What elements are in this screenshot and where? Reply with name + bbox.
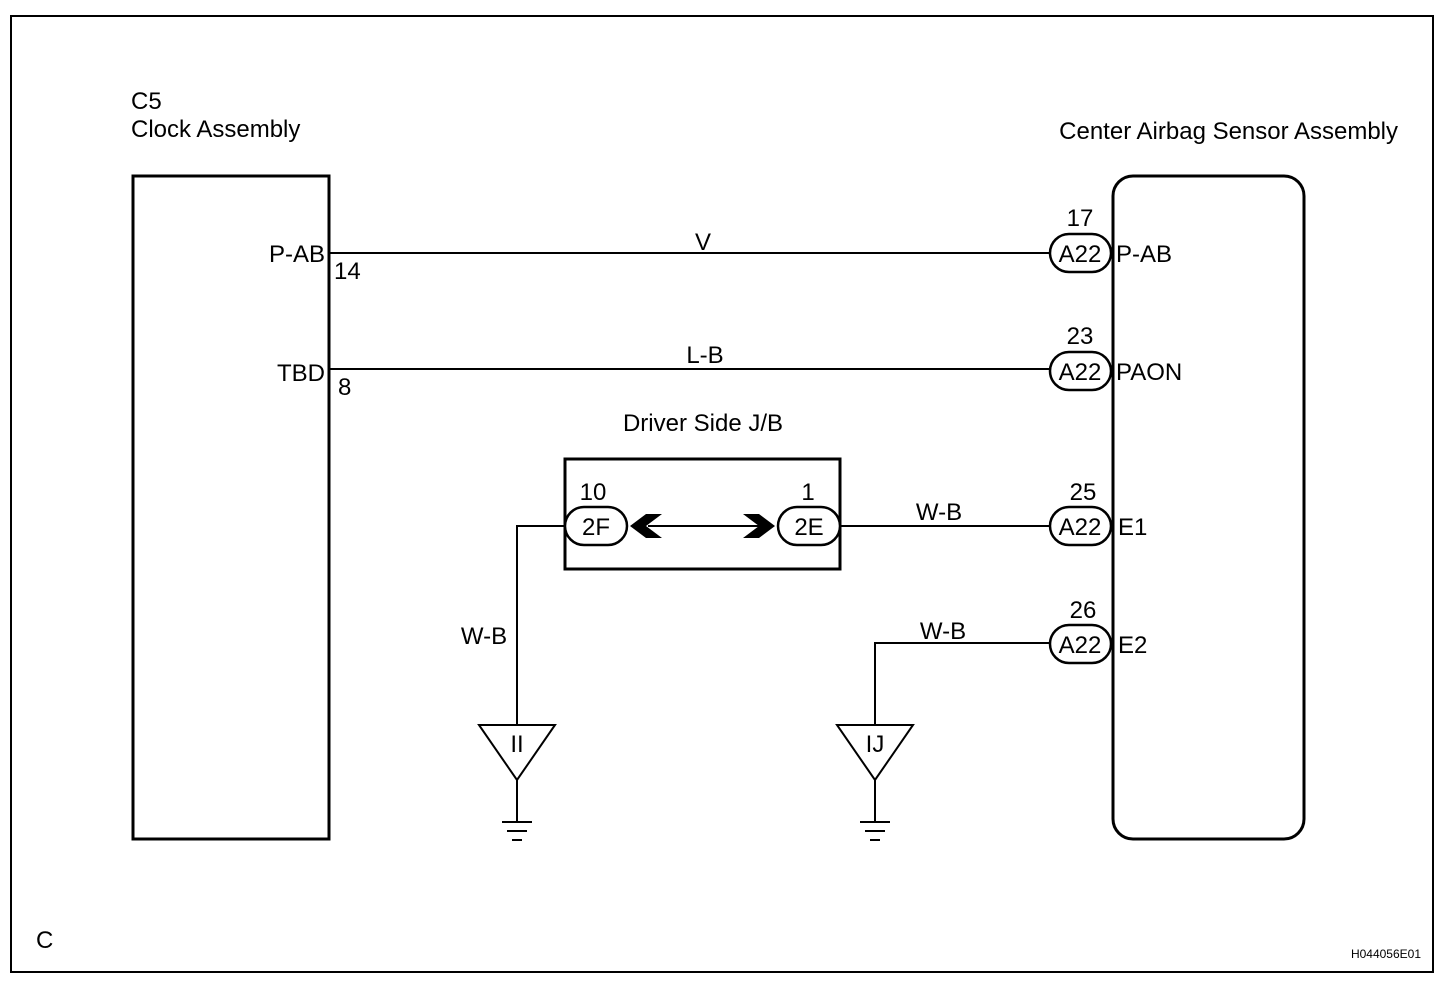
clock-terminal-tbd: TBD	[277, 360, 325, 387]
wire-w-b-ground-ij	[874, 642, 1050, 725]
airbag-connector-label: A22	[1059, 359, 1102, 386]
jb-connector-2f-label: 2F	[582, 514, 610, 541]
clock-assembly-name: Clock Assembly	[131, 116, 300, 143]
airbag-pin-23: 23	[1067, 323, 1094, 350]
wire-color-w-b-e1: W-B	[916, 499, 962, 526]
airbag-connector-label: A22	[1059, 514, 1102, 541]
ground-point-triangle-icon	[477, 724, 557, 782]
clock-pin-8: 8	[338, 374, 351, 401]
airbag-terminal-e2: E2	[1118, 632, 1147, 659]
figure-code: H044056E01	[1351, 947, 1421, 961]
ground-point-triangle-icon	[835, 724, 915, 782]
airbag-terminal-p-ab: P-AB	[1116, 241, 1172, 268]
wire-color-v: V	[695, 229, 711, 256]
ground-label-ij: IJ	[866, 731, 885, 758]
diagram-frame	[10, 15, 1434, 973]
airbag-terminal-paon: PAON	[1116, 359, 1182, 386]
airbag-sensor-name: Center Airbag Sensor Assembly	[1059, 118, 1398, 145]
clock-assembly-code: C5	[131, 88, 162, 115]
wire-w-b-ground-ii	[516, 525, 565, 725]
jb-connector-2f	[563, 505, 629, 547]
airbag-terminal-e1: E1	[1118, 514, 1147, 541]
jb-chevron-left-icon	[630, 514, 662, 538]
airbag-pin-17: 17	[1067, 205, 1094, 232]
corner-label: C	[36, 927, 53, 954]
airbag-connector-label: A22	[1059, 632, 1102, 659]
airbag-sensor-assembly: Center Airbag Sensor Assembly 17 A22 P-A…	[1048, 118, 1398, 841]
clock-assembly-body	[131, 174, 331, 841]
ground-label-ii: II	[510, 731, 523, 758]
junction-block: Driver Side J/B 10 2F 1 2E	[563, 410, 842, 571]
jb-pin-1: 1	[801, 479, 814, 506]
clock-pin-14: 14	[334, 258, 361, 285]
ground-ij: IJ	[835, 724, 915, 841]
jb-connector-2e	[776, 505, 842, 547]
airbag-sensor-body	[1111, 174, 1306, 841]
airbag-connector-a22-23	[1048, 350, 1113, 392]
ground-ii: II	[477, 724, 557, 841]
junction-block-name: Driver Side J/B	[623, 410, 783, 437]
wire-color-w-b-ground-ii: W-B	[461, 623, 507, 650]
clock-assembly: C5 Clock Assembly P-AB 14 TBD 8	[131, 88, 361, 841]
airbag-pin-26: 26	[1070, 597, 1097, 624]
clock-terminal-p-ab: P-AB	[269, 241, 325, 268]
jb-chevron-right-icon	[743, 514, 775, 538]
junction-block-body	[563, 457, 842, 571]
jb-connector-2e-label: 2E	[794, 514, 823, 541]
wire-color-w-b-ground-ij: W-B	[920, 618, 966, 645]
jb-pin-10: 10	[580, 479, 607, 506]
airbag-pin-25: 25	[1070, 479, 1097, 506]
wire-color-l-b: L-B	[686, 342, 723, 369]
airbag-connector-label: A22	[1059, 241, 1102, 268]
